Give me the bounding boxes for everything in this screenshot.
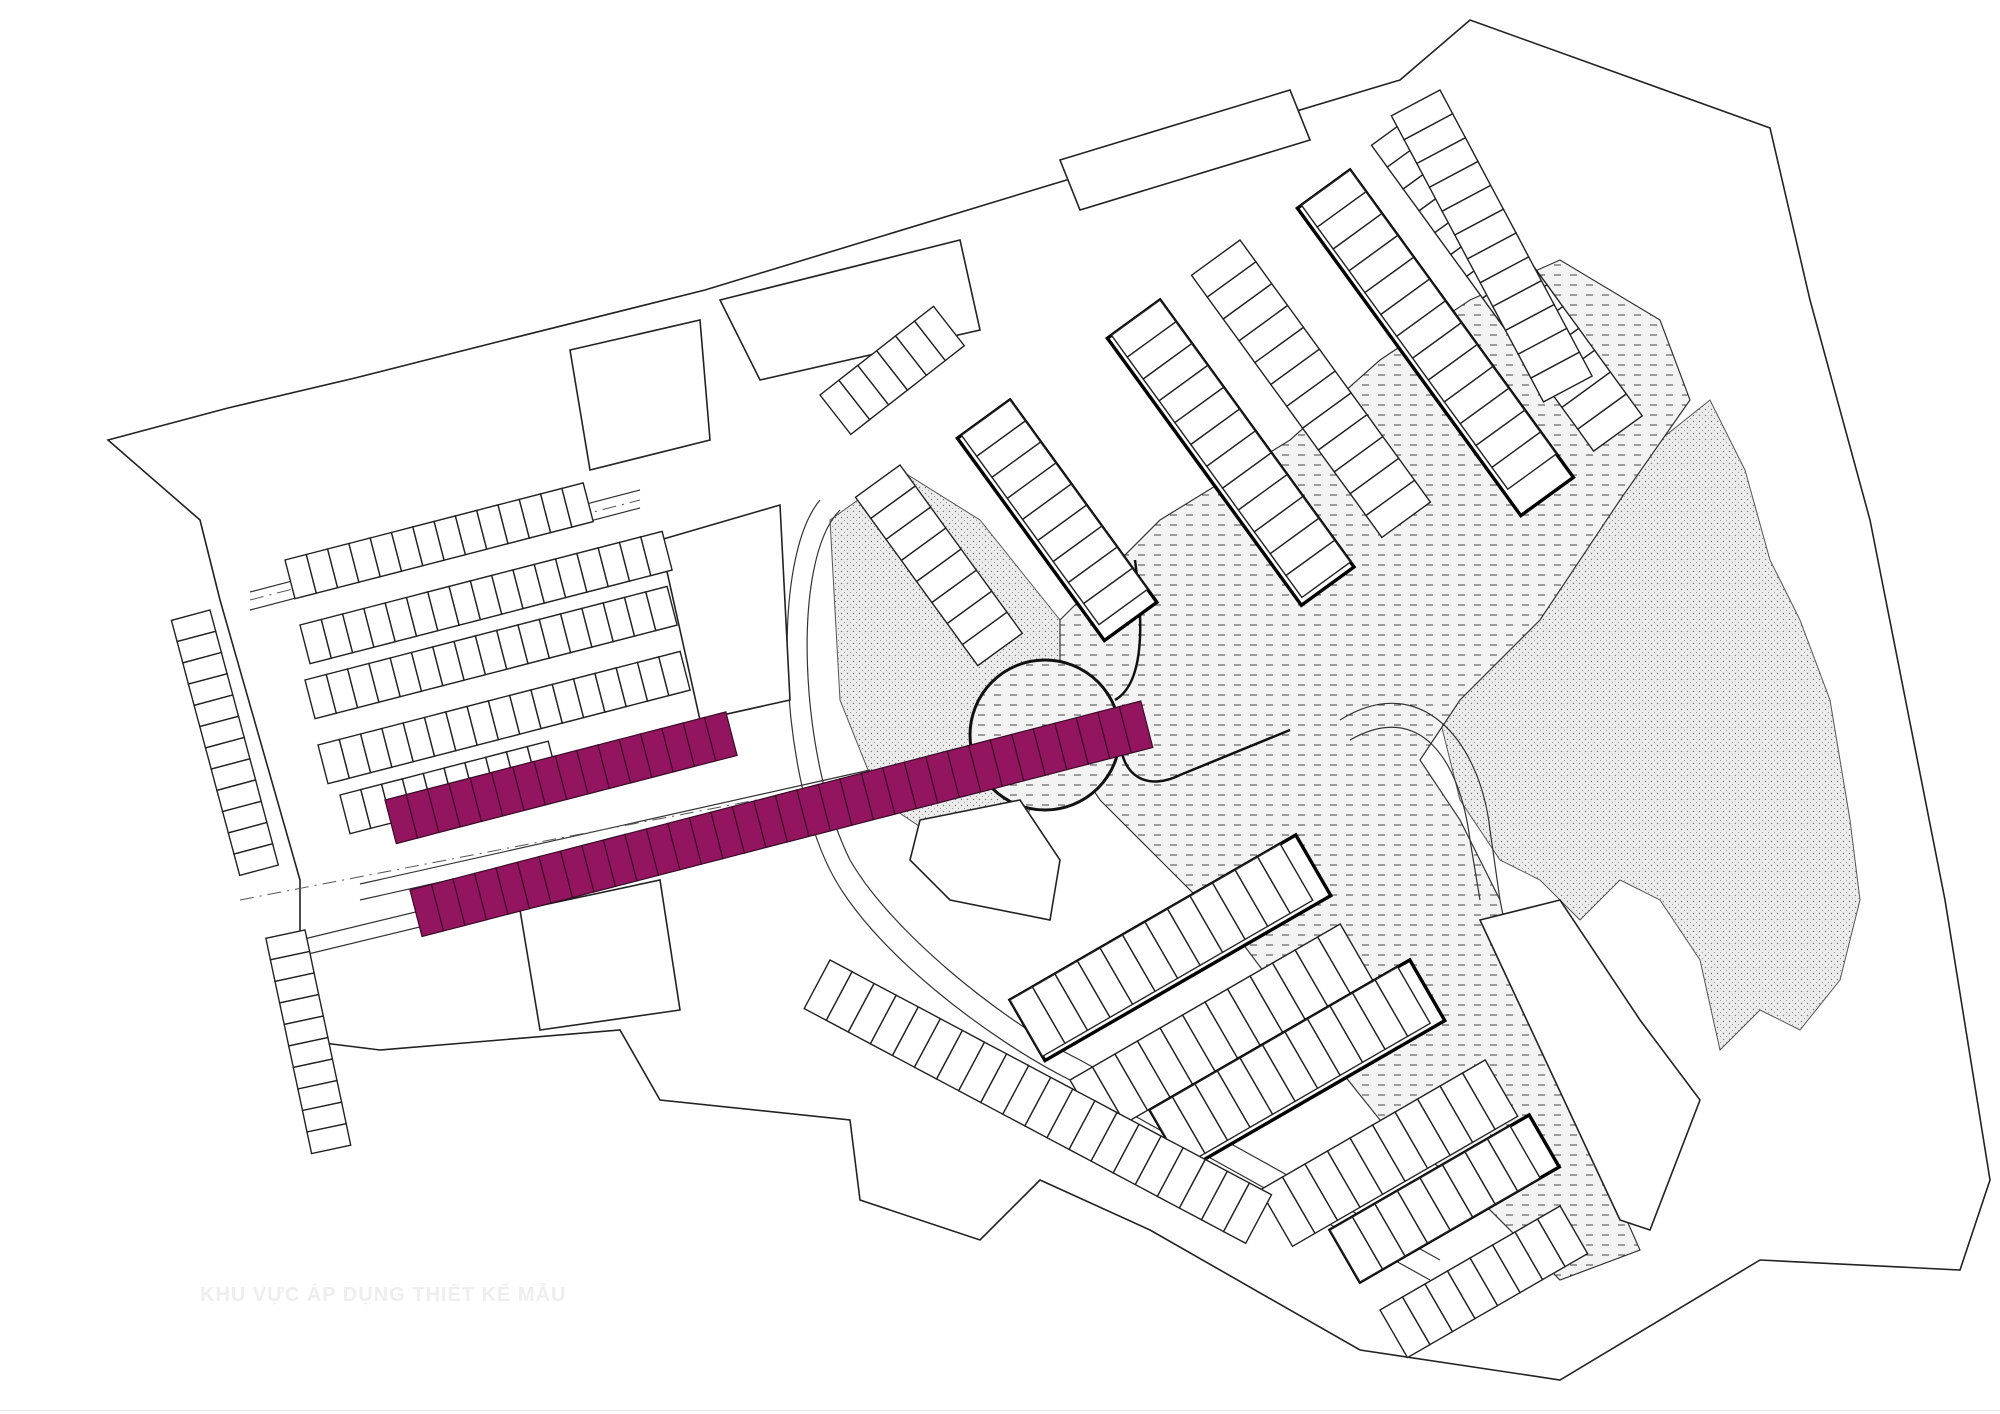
east-edge-row bbox=[1390, 89, 1594, 403]
southwest-row bbox=[265, 929, 352, 1155]
lot bbox=[1374, 966, 1432, 1038]
building-parcel bbox=[519, 879, 681, 1031]
south-row-4 bbox=[1259, 1059, 1519, 1248]
highlight-row-b bbox=[409, 700, 1154, 938]
lot bbox=[913, 305, 966, 362]
north-row-3 bbox=[1110, 299, 1352, 599]
west-row-2 bbox=[299, 530, 673, 665]
lot bbox=[1529, 351, 1594, 403]
south-row-1 bbox=[1009, 843, 1314, 1058]
ring-frontage-row bbox=[803, 959, 1273, 1245]
lots-layer bbox=[170, 89, 1644, 1359]
lot bbox=[1256, 843, 1314, 915]
lot bbox=[961, 611, 1024, 667]
lot bbox=[306, 1122, 352, 1155]
building-parcel bbox=[659, 503, 791, 721]
lot bbox=[561, 482, 595, 528]
bottom-divider bbox=[0, 1410, 2000, 1411]
lot bbox=[233, 842, 280, 877]
lot bbox=[1490, 431, 1558, 491]
south-row-6 bbox=[1379, 1205, 1589, 1359]
lot bbox=[657, 650, 691, 697]
highlighted-lot bbox=[1118, 700, 1154, 754]
caption: KHU VỰC ÁP DỤNG THIẾT KẾ MẪU bbox=[200, 1284, 567, 1306]
south-row-3 bbox=[1149, 966, 1432, 1168]
building-parcel bbox=[909, 799, 1061, 921]
north-row-5 bbox=[1300, 169, 1558, 491]
lot bbox=[1222, 1182, 1273, 1245]
west-row-3 bbox=[304, 585, 678, 720]
lot bbox=[639, 530, 673, 577]
highlight-row-a bbox=[384, 711, 738, 845]
building-parcel bbox=[1478, 899, 1701, 1232]
building-parcel bbox=[1058, 89, 1312, 211]
lot bbox=[1576, 393, 1644, 453]
service-road bbox=[1339, 702, 1501, 901]
ring-road bbox=[786, 499, 1441, 1281]
north-row-2 bbox=[960, 399, 1149, 626]
building-parcel bbox=[718, 239, 981, 381]
highlighted-lot bbox=[703, 711, 738, 762]
lot bbox=[644, 585, 678, 632]
north-west-row bbox=[819, 305, 966, 436]
north-row-4 bbox=[1190, 239, 1432, 539]
lot bbox=[1486, 1125, 1542, 1192]
north-row-1 bbox=[854, 464, 1024, 667]
south-row-5 bbox=[1329, 1125, 1542, 1283]
west-row-1 bbox=[284, 482, 595, 600]
west-row-4 bbox=[317, 650, 691, 785]
lot bbox=[1365, 479, 1432, 539]
west-edge-row bbox=[170, 609, 280, 877]
lot bbox=[1285, 539, 1352, 599]
lot bbox=[1461, 1059, 1519, 1131]
lot bbox=[1082, 567, 1149, 626]
lot bbox=[1536, 1205, 1589, 1268]
building-parcel bbox=[569, 319, 711, 471]
